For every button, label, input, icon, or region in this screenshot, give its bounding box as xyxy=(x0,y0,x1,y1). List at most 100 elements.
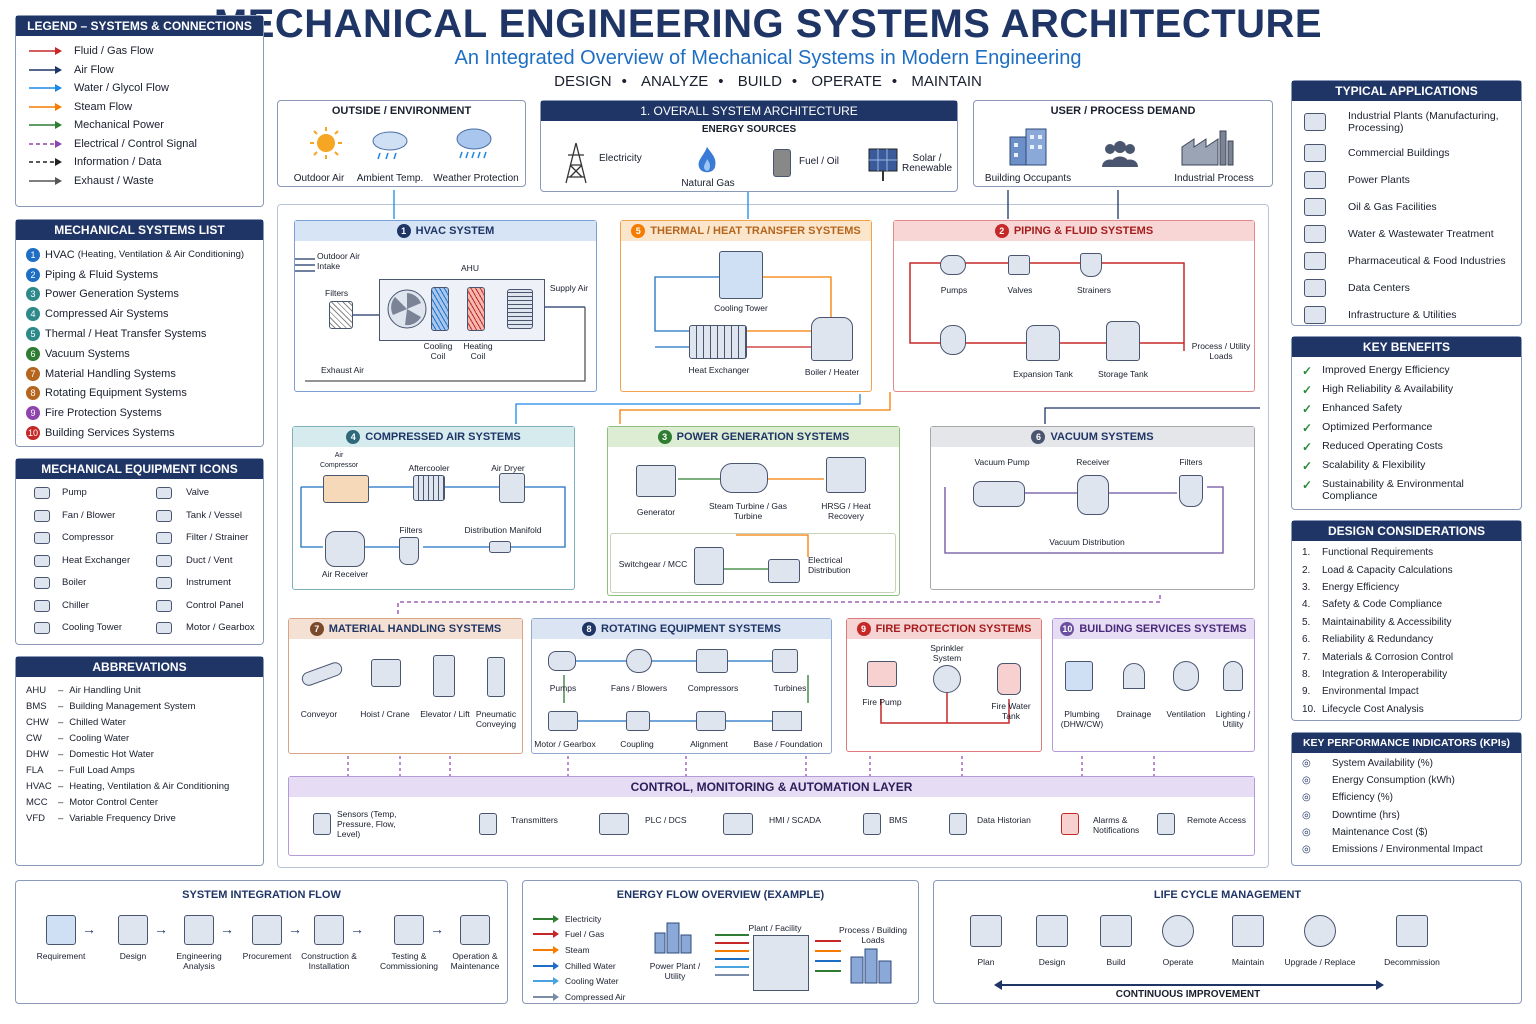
design-item: 2.Load & Capacity Calculations xyxy=(1302,561,1521,578)
equipment-label: Cooling Tower xyxy=(62,622,123,633)
benefit-label: Enhanced Safety xyxy=(1322,402,1403,414)
plant-icon xyxy=(753,935,809,991)
cooling-tower-label: Cooling Tower xyxy=(714,303,768,313)
legend-line-icon xyxy=(29,65,62,74)
design-number: 4. xyxy=(1302,599,1311,611)
kpi-label: Downtime (hrs) xyxy=(1332,809,1400,821)
tag-build: BUILD xyxy=(737,73,782,90)
abbreviation-value: Chilled Water xyxy=(69,716,126,728)
design-label: Lifecycle Cost Analysis xyxy=(1322,703,1424,715)
ventilation-icon xyxy=(1173,661,1199,691)
plumbing-icon xyxy=(1065,661,1093,691)
legend-item: Steam Flow xyxy=(28,98,263,117)
rot-fan-icon xyxy=(626,649,652,673)
design-number: 10. xyxy=(1302,703,1316,715)
legend-label: Fluid / Gas Flow xyxy=(74,45,154,58)
energy-sources-title: ENERGY SOURCES xyxy=(701,124,797,135)
drainage-icon xyxy=(1123,663,1145,689)
legend-line-icon xyxy=(29,121,62,130)
equipment-label: Heat Exchanger xyxy=(62,554,131,566)
lifecycle-step-icon xyxy=(970,915,1002,947)
energy-flow-panel: ENERGY FLOW OVERVIEW (EXAMPLE) Electrici… xyxy=(522,880,919,1004)
integration-step-label: Procurement xyxy=(242,951,292,961)
integration-title: SYSTEM INTEGRATION FLOW xyxy=(182,889,341,901)
check-icon: ✓ xyxy=(1302,364,1313,378)
sun-icon xyxy=(310,127,342,159)
fire-flow-lines xyxy=(880,693,1010,724)
vacuum-filters-label: Filters xyxy=(1179,457,1203,467)
thermal-number: 5 xyxy=(631,224,646,239)
design-number: 5. xyxy=(1302,616,1311,628)
energy-legend-line-icon xyxy=(533,914,559,923)
elevator-label: Elevator / Lift xyxy=(420,709,470,719)
legend-item: Mechanical Power xyxy=(28,116,263,135)
benefit-item: ✓High Reliability & Availability xyxy=(1302,380,1521,399)
occupants-label: Building Occupants xyxy=(984,173,1072,184)
loads-city-icon xyxy=(850,948,892,984)
legend-item: Exhaust / Waste xyxy=(28,172,263,191)
cooling-coil-icon xyxy=(431,287,449,331)
equipment-label: Boiler xyxy=(62,577,87,588)
material-number: 7 xyxy=(309,622,324,637)
equipment-label: Tank / Vessel xyxy=(186,509,242,521)
pneumatic-label: Pneumatic Conveying xyxy=(475,709,517,729)
application-label: Pharmaceutical & Food Industries xyxy=(1348,254,1506,267)
system-name: Fire Protection Systems xyxy=(45,407,162,420)
sprinkler-label: Sprinkler System xyxy=(930,643,964,663)
integration-steps: Requirement→Design→Engineering Analysis→… xyxy=(16,901,507,991)
plant-label: Plant / Facility xyxy=(748,923,802,933)
pumps-label: Pumps xyxy=(940,285,968,295)
flow-arrow-icon: → xyxy=(288,921,302,937)
kpi-item: ◎ Downtime (hrs) xyxy=(1302,807,1521,824)
application-label: Commercial Buildings xyxy=(1348,146,1450,159)
expansion-pump-icon xyxy=(940,325,966,355)
benefits-panel: KEY BENEFITS ✓Improved Energy Efficiency… xyxy=(1291,336,1522,510)
kpi-icon: ◎ xyxy=(1302,809,1311,821)
design-title: DESIGN CONSIDERATIONS xyxy=(1292,521,1521,541)
cloud-rain-icon xyxy=(372,131,408,160)
application-icon xyxy=(1304,143,1326,162)
system-number-badge: 10 xyxy=(26,426,40,441)
equipment-label: Chiller xyxy=(62,599,89,611)
abbreviation-item: FLA–Full Load Amps xyxy=(26,762,263,778)
design-label: Integration & Interoperability xyxy=(1322,668,1448,680)
energy-legend-item: Compressed Air xyxy=(533,989,625,1005)
generator-label: Generator xyxy=(636,507,676,517)
piping-number: 2 xyxy=(994,224,1009,239)
abbreviations-title: ABBREVATIONS xyxy=(16,657,263,677)
rot-motor-icon xyxy=(548,711,578,731)
air-compressor-icon xyxy=(323,475,369,503)
lifecycle-step-label: Build xyxy=(1106,957,1126,967)
check-icon: ✓ xyxy=(1302,383,1313,397)
legend-item: Information / Data xyxy=(28,153,263,172)
system-number-badge: 1 xyxy=(26,247,40,262)
legend-line-icon xyxy=(29,158,62,167)
design-number: 8. xyxy=(1302,668,1311,680)
equipment-label: Fan / Blower xyxy=(62,509,116,521)
application-icon xyxy=(1304,113,1326,131)
storage-tank-label: Storage Tank xyxy=(1098,369,1148,379)
energy-arrows xyxy=(715,934,749,976)
flow-arrow-icon: → xyxy=(82,921,96,937)
switchgear-icon xyxy=(694,547,724,585)
compressed-flow-lines xyxy=(300,486,566,548)
thermal-flow-lines xyxy=(654,276,832,348)
application-icon xyxy=(1304,224,1326,243)
control-device-label: Alarms & Notifications xyxy=(1093,815,1140,835)
kpi-icon: ◎ xyxy=(1302,844,1311,856)
legend-item: Electrical / Control Signal xyxy=(28,135,263,154)
rot-alignment-icon xyxy=(696,711,726,731)
solar-panel-icon xyxy=(868,148,898,181)
system-name: Vacuum Systems xyxy=(45,347,130,360)
lighting-icon xyxy=(1223,661,1243,691)
legend-line-icon xyxy=(29,102,62,111)
flow-arrow-icon: → xyxy=(350,921,364,937)
aftercooler-label: Aftercooler xyxy=(408,463,450,473)
equipment-label: Instrument xyxy=(186,577,231,588)
